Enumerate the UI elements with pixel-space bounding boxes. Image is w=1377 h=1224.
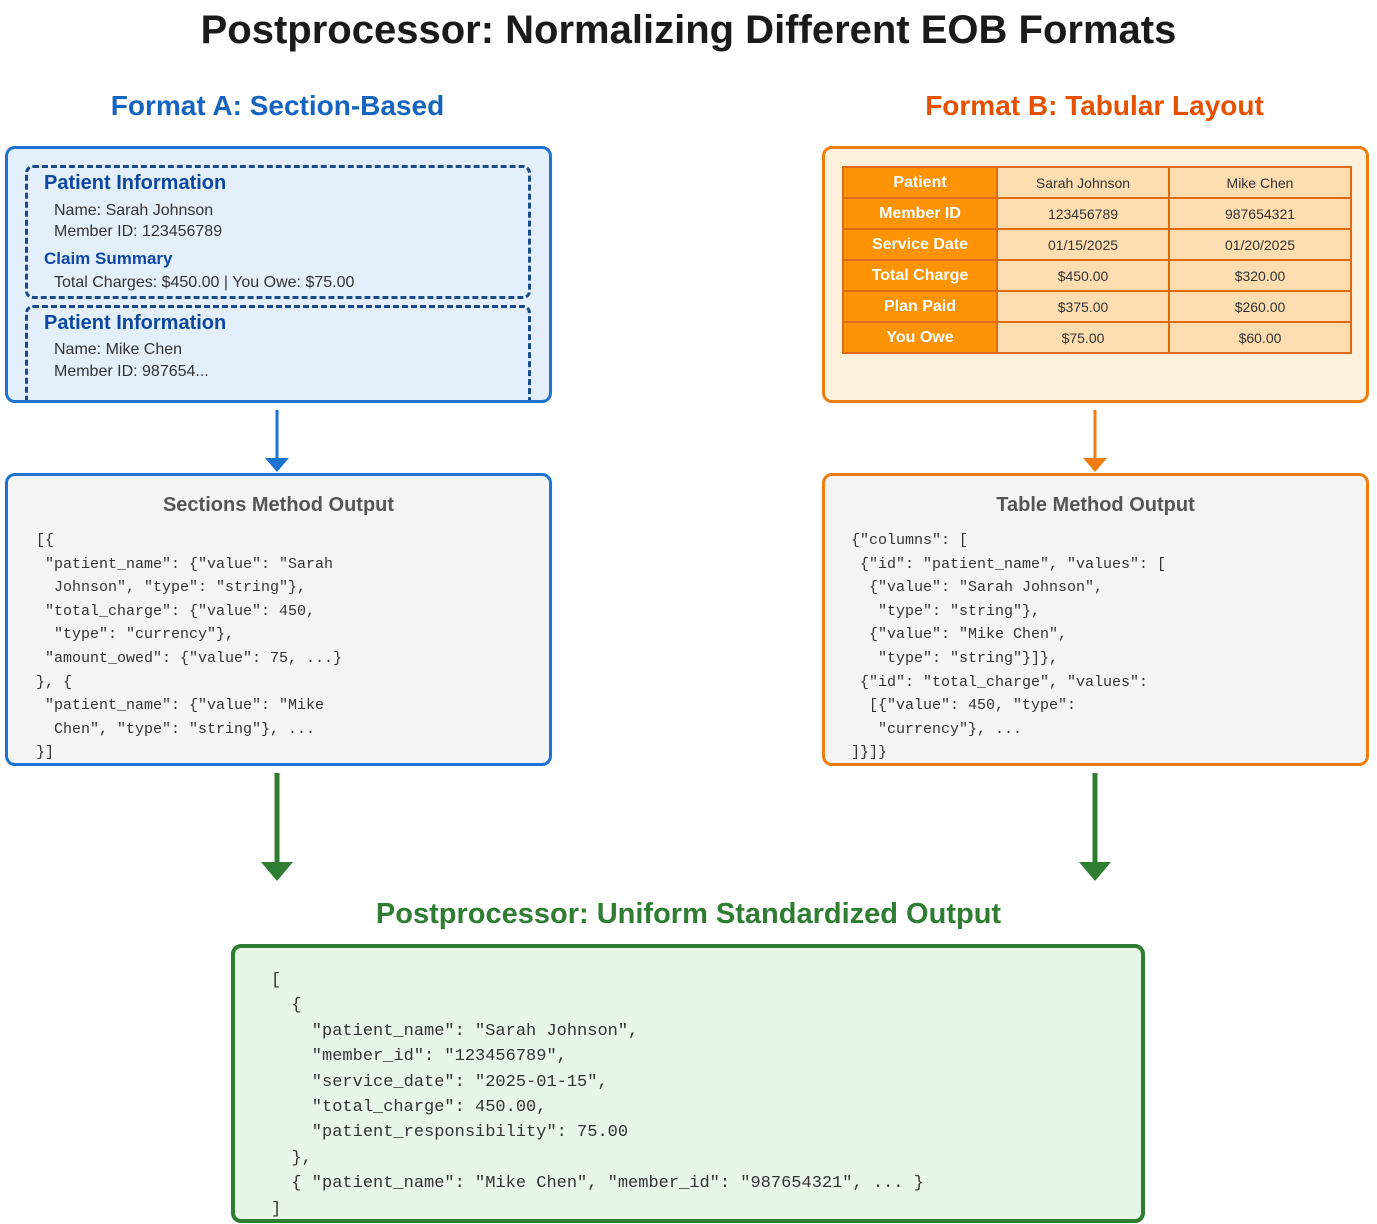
row-header-cell: Plan Paid: [842, 290, 998, 323]
table-cell: 987654321: [1168, 197, 1352, 230]
table-cell: $75.00: [996, 321, 1170, 354]
section-line: Name: Sarah Johnson: [54, 202, 214, 219]
sections-output-code: [{ "patient_name": {"value": "Sarah John…: [36, 532, 343, 762]
table-output-box: Table Method Output {"columns": [ {"id":…: [822, 473, 1369, 766]
table-row: Total Charge$450.00$320.00: [842, 259, 1352, 292]
row-header-cell: Member ID: [842, 197, 998, 230]
patient-section-1: Patient Information Name: Sarah Johnson …: [25, 165, 531, 299]
sections-output-title: Sections Method Output: [162, 494, 395, 516]
final-output-code: [ { "patient_name": "Sarah Johnson", "me…: [271, 971, 924, 1219]
table-cell: $260.00: [1168, 290, 1352, 323]
format-b-title: Format B: Tabular Layout: [925, 90, 1264, 121]
row-header-cell: Service Date: [842, 228, 998, 261]
section-heading: Patient Information: [44, 172, 227, 194]
arrow-table-to-final: [1079, 773, 1111, 881]
table-cell: $375.00: [996, 290, 1170, 323]
section-line: Member ID: 987654...: [54, 363, 209, 380]
table-cell: $450.00: [996, 259, 1170, 292]
section-line: Name: Mike Chen: [54, 341, 183, 358]
arrow-format-b-to-table: [1083, 410, 1107, 472]
final-output-box: [ { "patient_name": "Sarah Johnson", "me…: [231, 944, 1145, 1223]
table-cell: $320.00: [1168, 259, 1352, 292]
table-cell: $60.00: [1168, 321, 1352, 354]
section-subheading: Claim Summary: [44, 249, 173, 268]
table-cell: 01/15/2025: [996, 228, 1170, 261]
section-line: Member ID: 123456789: [54, 223, 223, 240]
patient-section-2: Patient Information Name: Mike Chen Memb…: [25, 305, 531, 400]
table-cell: Mike Chen: [1168, 166, 1352, 199]
row-header-cell: Total Charge: [842, 259, 998, 292]
sections-output-box: Sections Method Output [{ "patient_name"…: [5, 473, 552, 766]
table-row: Plan Paid$375.00$260.00: [842, 290, 1352, 323]
diagram-title: Postprocessor: Normalizing Different EOB…: [200, 8, 1177, 52]
final-output-title: Postprocessor: Uniform Standardized Outp…: [375, 898, 1002, 930]
row-header-cell: Patient: [842, 166, 998, 199]
table-cell: 123456789: [996, 197, 1170, 230]
format-a-document: Patient Information Name: Sarah Johnson …: [5, 146, 552, 403]
section-line: Total Charges: $450.00 | You Owe: $75.00: [54, 274, 355, 291]
table-output-title: Table Method Output: [996, 494, 1195, 516]
table-cell: 01/20/2025: [1168, 228, 1352, 261]
format-a-title: Format A: Section-Based: [110, 90, 445, 121]
section-heading: Patient Information: [44, 312, 227, 334]
arrow-sections-to-final: [261, 773, 293, 881]
table-output-code: {"columns": [ {"id": "patient_name", "va…: [851, 532, 1167, 762]
arrow-format-a-to-sections: [265, 410, 289, 472]
table-row: You Owe$75.00$60.00: [842, 321, 1352, 354]
row-header-cell: You Owe: [842, 321, 998, 354]
table-cell: Sarah Johnson: [996, 166, 1170, 199]
